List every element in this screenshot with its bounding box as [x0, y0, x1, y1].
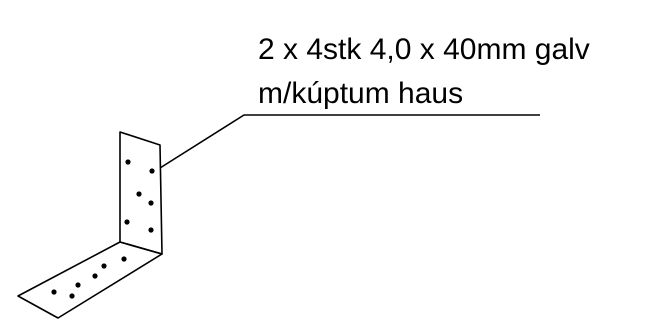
bracket-horizontal-flange [17, 241, 163, 319]
nail-hole [124, 219, 130, 225]
nail-hole [51, 289, 57, 295]
nail-hole [149, 168, 155, 174]
horizontal-flange-nail-holes [51, 256, 127, 299]
nail-hole [148, 200, 154, 206]
annotation-line-1: 2 x 4stk 4,0 x 40mm galv [258, 33, 590, 66]
nail-hole [148, 227, 154, 233]
vertical-flange-nail-holes [124, 159, 155, 233]
nail-hole [92, 273, 98, 279]
leader-line [159, 114, 540, 169]
nail-hole [136, 191, 142, 197]
nail-hole [75, 282, 81, 288]
nail-hole [69, 293, 75, 299]
nail-hole [101, 263, 107, 269]
annotation-line-2: m/kúptum haus [258, 77, 464, 110]
nail-hole [125, 159, 131, 165]
nail-hole [121, 256, 127, 262]
callout-annotation: 2 x 4stk 4,0 x 40mm galv m/kúptum haus [258, 28, 590, 116]
